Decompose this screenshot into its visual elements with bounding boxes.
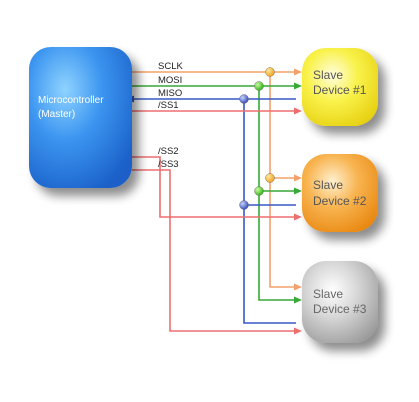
arrow-mosi-dev2 xyxy=(294,187,302,195)
label-sclk: SCLK xyxy=(158,61,183,72)
slave-device-2-line1: Slave xyxy=(313,178,343,192)
arrow-mosi-dev1 xyxy=(294,82,302,90)
junction-dots xyxy=(239,67,275,210)
miso-line xyxy=(132,98,296,324)
bus-wires xyxy=(132,71,296,332)
label-ss3: /SS3 xyxy=(158,159,179,170)
junction-mosi-2 xyxy=(254,186,264,196)
arrow-sclk-dev2 xyxy=(294,174,302,182)
arrow-ss3-dev3 xyxy=(294,327,302,335)
arrow-sclk-dev1 xyxy=(294,68,302,76)
arrowheads xyxy=(126,68,302,335)
signal-labels: SCLK MOSI MISO /SS1 /SS2 /SS3 xyxy=(158,61,183,170)
arrow-sclk-dev3 xyxy=(294,283,302,291)
junction-miso-2 xyxy=(239,200,249,210)
ss3-line xyxy=(132,169,296,332)
junction-sclk-2 xyxy=(265,173,275,183)
slave-device-1-line2: Device #1 xyxy=(313,83,367,97)
slave-device-2: Slave Device #2 xyxy=(302,154,378,232)
ss2-line xyxy=(132,156,296,218)
label-miso: MISO xyxy=(158,88,182,99)
slave-device-1: Slave Device #1 xyxy=(302,48,378,126)
slave-device-3-body xyxy=(302,261,378,343)
arrow-mosi-dev3 xyxy=(294,296,302,304)
master-label-line1: Microcontroller xyxy=(38,95,104,106)
master-block xyxy=(29,47,132,188)
label-ss1: /SS1 xyxy=(158,100,179,111)
slave-device-1-line1: Slave xyxy=(313,68,343,82)
master-label-line2: (Master) xyxy=(38,109,75,120)
junction-miso-1 xyxy=(239,94,249,104)
slave-device-3-line1: Slave xyxy=(313,287,343,301)
slave-device-2-line2: Device #2 xyxy=(313,194,367,208)
junction-mosi-1 xyxy=(254,81,264,91)
label-ss2: /SS2 xyxy=(158,146,179,157)
slave-device-1-body xyxy=(302,48,378,126)
arrow-ss2-dev2 xyxy=(294,213,302,221)
junction-sclk-1 xyxy=(265,67,275,77)
slave-device-2-body xyxy=(302,154,378,232)
arrow-ss1-dev1 xyxy=(294,107,302,115)
label-mosi: MOSI xyxy=(158,75,182,86)
slave-device-3: Slave Device #3 xyxy=(302,261,378,343)
mosi-line xyxy=(132,85,296,301)
slave-device-3-line2: Device #3 xyxy=(313,302,367,316)
